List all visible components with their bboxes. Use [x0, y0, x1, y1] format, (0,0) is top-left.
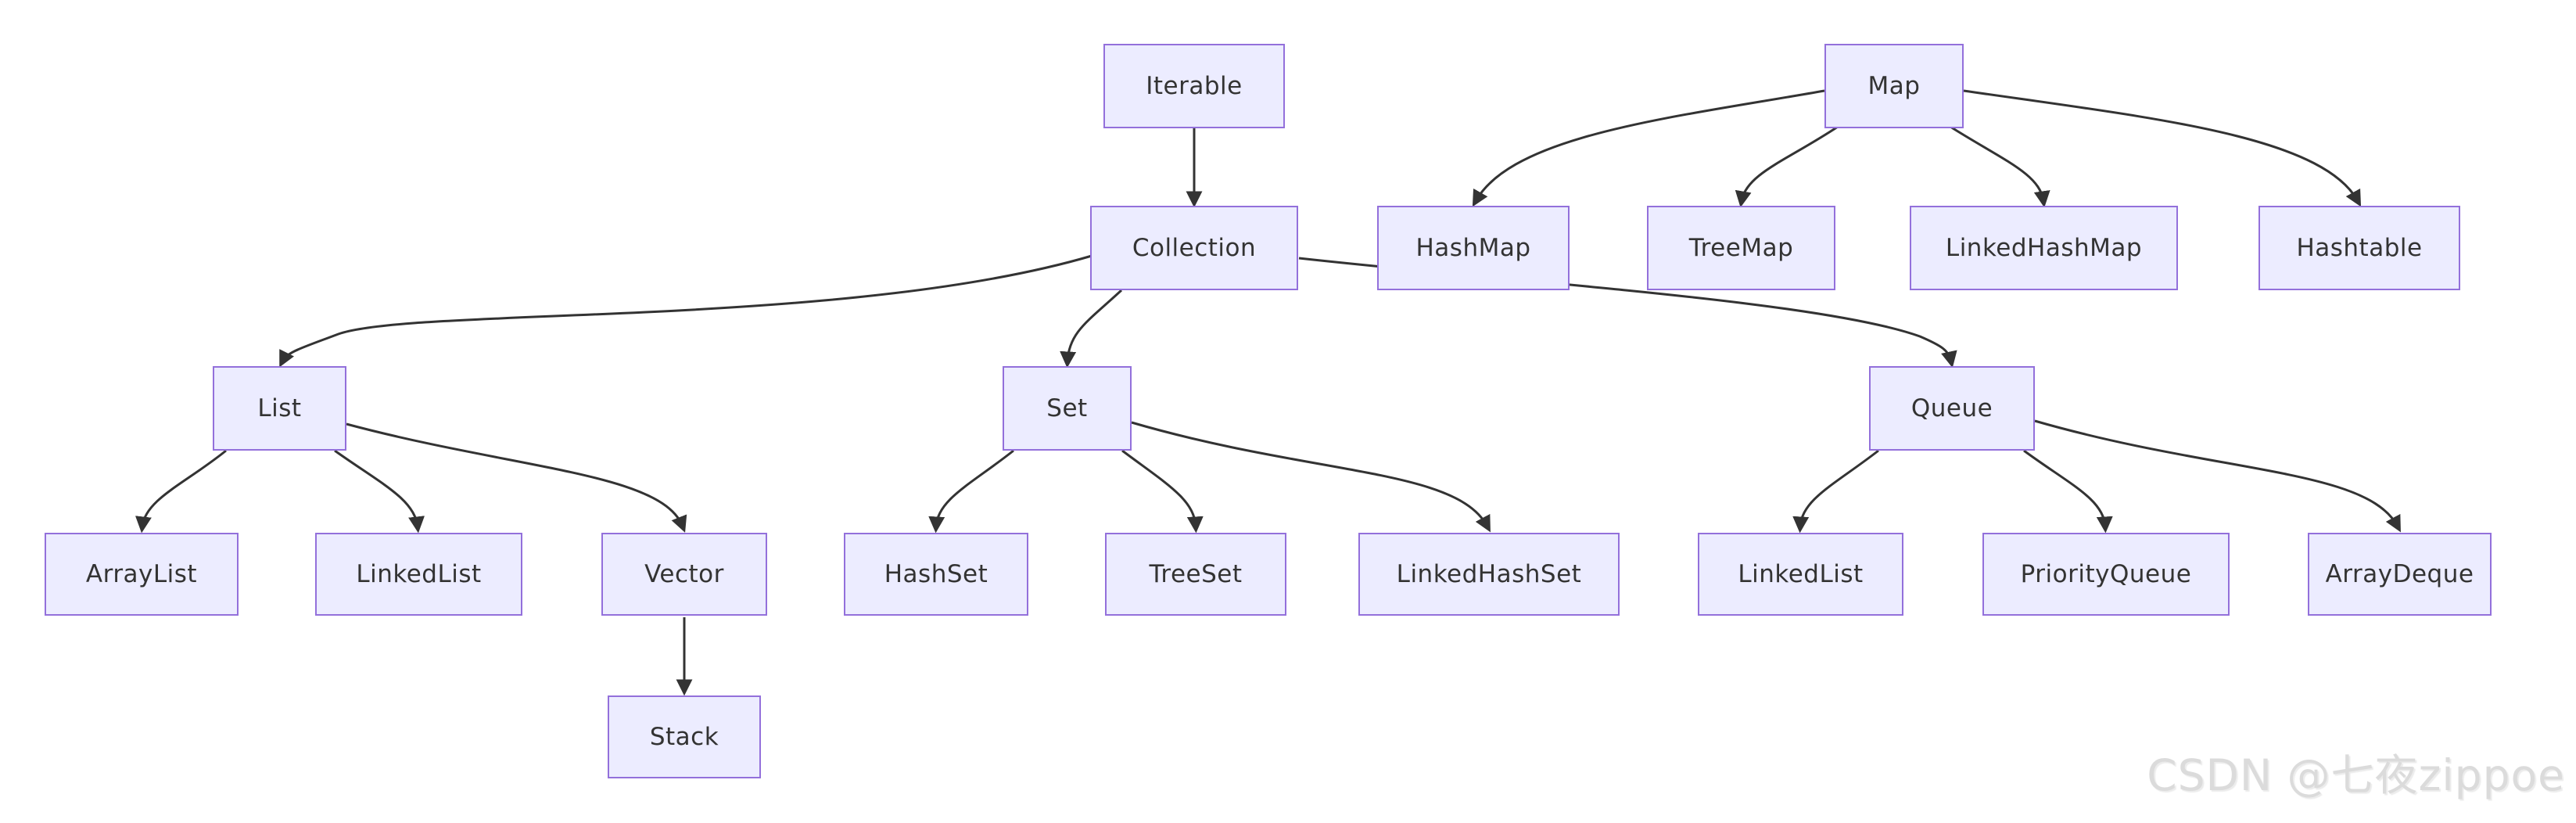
node-stack: Stack: [608, 695, 761, 778]
edge-set-linkedhashset: [1131, 421, 1491, 533]
edge-set-treeset: [1121, 449, 1204, 534]
node-hashmap: HashMap: [1377, 206, 1570, 290]
node-linkedlist-queue: LinkedList: [1698, 533, 1903, 616]
node-vector: Vector: [601, 533, 767, 616]
node-linkedhashset: LinkedHashSet: [1358, 533, 1620, 616]
node-iterable: Iterable: [1103, 44, 1285, 128]
edge-list-vector: [346, 422, 687, 533]
edge-map-linkedhashmap: [1950, 125, 2050, 208]
node-arraydeque: ArrayDeque: [2308, 533, 2492, 616]
node-hashtable: Hashtable: [2258, 206, 2460, 290]
edge-map-hashtable: [1963, 89, 2362, 207]
node-arraylist: ArrayList: [45, 533, 239, 616]
edge-list-linkedlist: [334, 449, 425, 534]
edge-queue-arraydeque: [2034, 419, 2401, 533]
edge-queue-linkedlist: [1792, 449, 1879, 534]
edge-queue-priorityqueue: [2023, 449, 2113, 534]
csdn-watermark: CSDN @七夜zippoe: [2147, 750, 2565, 800]
node-collection: Collection: [1090, 206, 1298, 290]
node-hashset: HashSet: [844, 533, 1028, 616]
node-queue: Queue: [1869, 366, 2035, 451]
edge-list-arraylist: [135, 449, 227, 534]
edge-collection-list: [279, 254, 1092, 368]
edge-collection-set: [1060, 289, 1123, 368]
node-linkedlist-list: LinkedList: [315, 533, 522, 616]
edge-set-hashset: [928, 449, 1014, 534]
node-map: Map: [1824, 44, 1964, 128]
node-set: Set: [1003, 366, 1132, 451]
node-linkedhashmap: LinkedHashMap: [1910, 206, 2178, 290]
node-list: List: [213, 366, 346, 451]
edge-map-hashmap: [1472, 89, 1825, 207]
edge-map-treemap: [1735, 125, 1839, 208]
node-treemap: TreeMap: [1647, 206, 1835, 290]
node-treeset: TreeSet: [1105, 533, 1286, 616]
node-priorityqueue: PriorityQueue: [1982, 533, 2230, 616]
